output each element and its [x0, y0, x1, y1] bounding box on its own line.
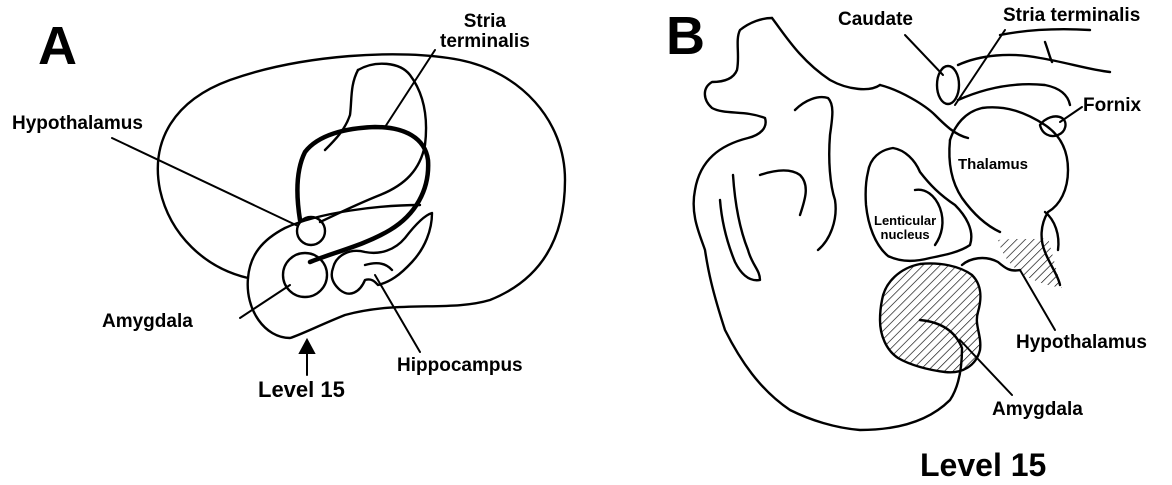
- inner-thalamic-outline-2: [325, 70, 358, 150]
- cortex-sulcus-1: [720, 175, 760, 280]
- lenticular-nucleus-outline: [866, 148, 972, 261]
- panel-a-letter: A: [38, 18, 77, 75]
- leader-hypothalamus-a: [112, 138, 298, 226]
- amygdala-circle: [283, 253, 327, 297]
- thalamus-lower-outline: [949, 140, 1000, 232]
- upper-tracts-3: [1000, 29, 1090, 35]
- panel-b-letter: B: [666, 8, 705, 65]
- label-hypothalamus-b: Hypothalamus: [1016, 333, 1147, 353]
- label-hypothalamus-a: Hypothalamus: [12, 114, 143, 134]
- cortex-sulcus-2: [795, 97, 836, 250]
- label-lenticular-line1: Lenticular: [874, 214, 936, 228]
- label-amygdala-a: Amygdala: [102, 312, 193, 332]
- label-lenticular-line2: nucleus: [874, 228, 936, 242]
- label-hippocampus-a: Hippocampus: [397, 356, 523, 376]
- label-level-b: Level 15: [920, 449, 1046, 483]
- cortex-sulcus-3: [760, 170, 806, 215]
- label-stria-line1: Stria: [440, 12, 530, 32]
- label-thalamus-b: Thalamus: [958, 157, 1028, 173]
- stria-terminalis-tract: [297, 127, 428, 262]
- label-stria-terminalis-b: Stria terminalis: [1003, 6, 1140, 26]
- hypothalamus-circle: [297, 217, 325, 245]
- leader-stria-b: [955, 30, 1005, 105]
- fornix-outline: [1040, 116, 1065, 136]
- hippocampus-shape: [332, 213, 432, 294]
- amygdala-hatched-region: [880, 263, 980, 372]
- label-amygdala-b: Amygdala: [992, 400, 1083, 420]
- hemisphere-outline: [158, 54, 565, 338]
- upper-tracts-1: [958, 55, 1110, 72]
- label-stria-line2: terminalis: [440, 32, 530, 52]
- label-fornix-b: Fornix: [1083, 96, 1141, 116]
- label-caudate-b: Caudate: [838, 10, 913, 30]
- leader-hippocampus-a: [375, 275, 420, 352]
- level-arrow-head-a: [300, 340, 314, 353]
- hippocampus-fold: [365, 263, 392, 270]
- panel-a-drawing: [158, 54, 565, 338]
- leader-fornix-b: [1060, 107, 1082, 122]
- leader-caudate-b: [905, 35, 943, 75]
- leader-stria-a: [385, 50, 435, 127]
- hypothalamus-hatched-region: [998, 238, 1062, 288]
- label-stria-terminalis-a: Stria terminalis: [440, 12, 530, 52]
- label-lenticular-nucleus-b: Lenticular nucleus: [874, 214, 936, 241]
- upper-tracts-2: [958, 84, 1070, 105]
- label-level-a: Level 15: [258, 378, 345, 401]
